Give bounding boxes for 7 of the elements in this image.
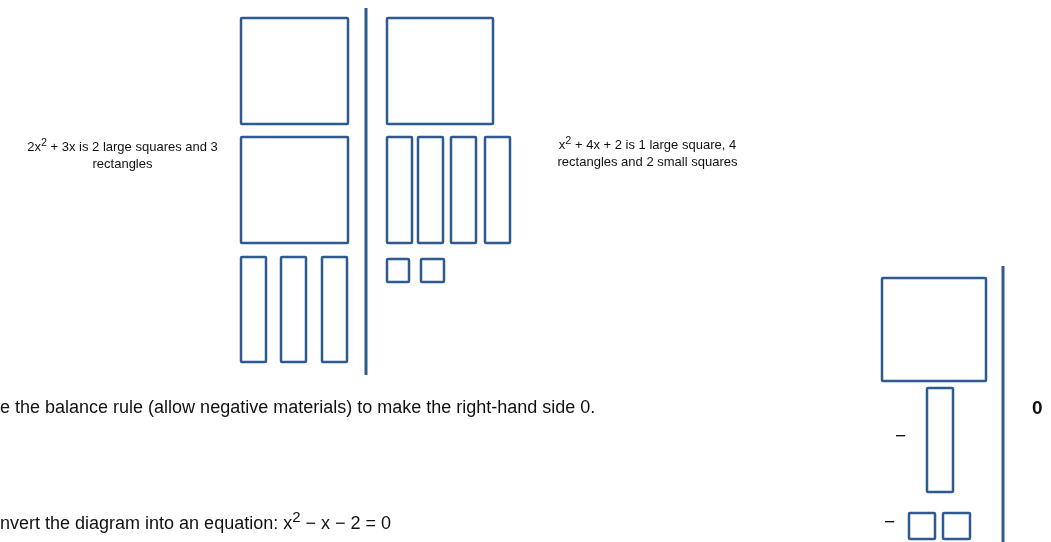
description-text: x$^{2}$ + 4x + 2 is 1 large square, 4 rectangles and 2 small squares — [556, 134, 739, 170]
minus-sign: − — [884, 510, 896, 534]
instruction-text: e the balance rule (allow negative materials) to make the right-hand side 0. — [0, 396, 596, 419]
instruction-text: nvert the diagram into an equation: x$^{2}$ − x − 2 = 0 — [0, 508, 392, 535]
description-text: 2x$^{2}$ + 3x is 2 large squares and 3 rectangles — [26, 136, 219, 172]
minus-sign: − — [895, 424, 907, 448]
result-value: 0 — [1032, 396, 1043, 420]
